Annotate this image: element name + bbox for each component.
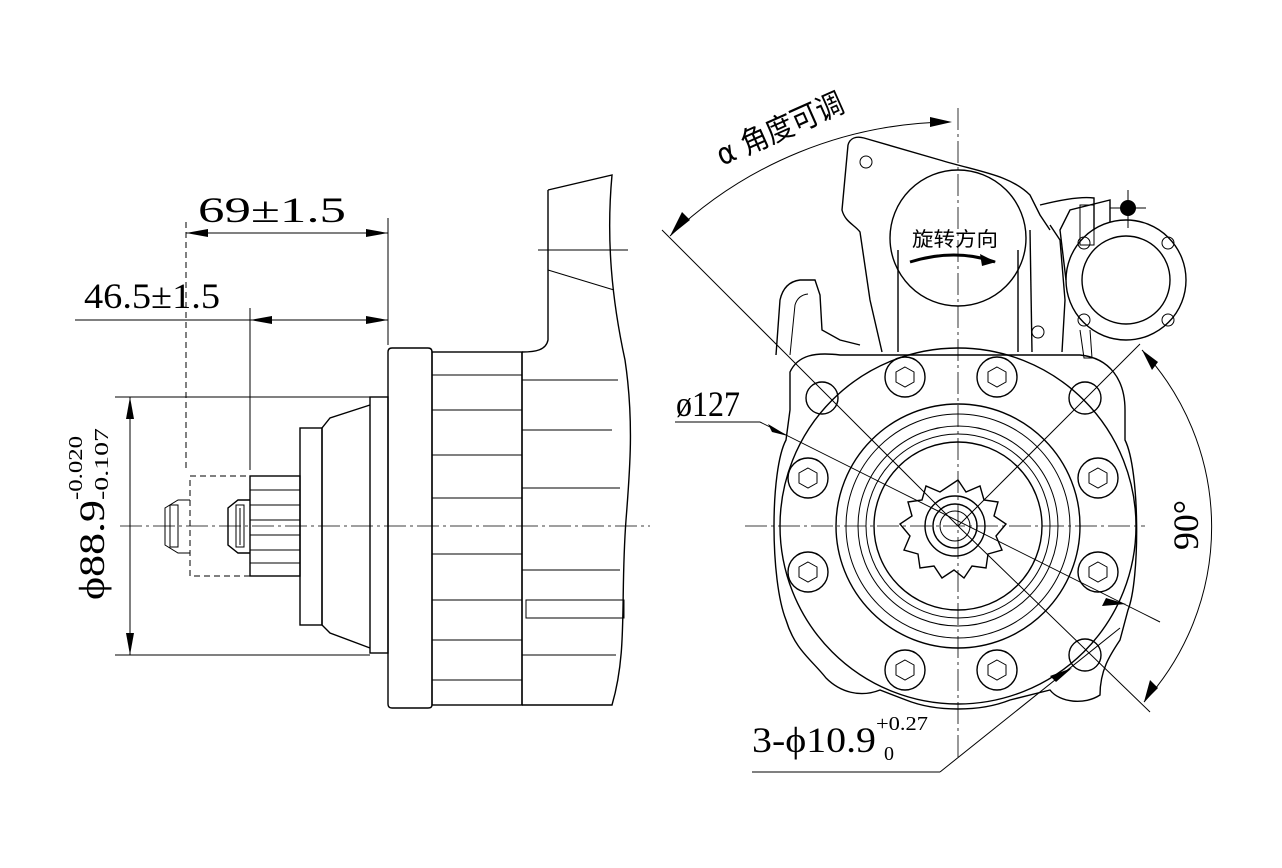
rotation-text: 旋转方向 [912, 227, 998, 251]
motor-housing [521, 174, 632, 706]
dim-bolt-circle: ø127 [675, 384, 1161, 623]
dim-overall-length: 69±1.5 [186, 190, 389, 345]
mounting-holes [805, 381, 1102, 672]
nose-housing [299, 396, 389, 654]
pinion-spline [227, 475, 301, 577]
pinion-gear [898, 479, 1008, 580]
bolt [1077, 551, 1119, 593]
bolt [884, 649, 926, 691]
bolt [1077, 457, 1119, 499]
dim-flange-text: 46.5±1.5 [84, 276, 220, 316]
side-view: 69±1.5 46.5±1.5 ϕ88.9 -0.020 -0.107 [65, 174, 650, 709]
mounting-flange [387, 347, 433, 709]
holes-text: 3-ϕ10.9 [752, 720, 876, 760]
dim-pilot-diameter: ϕ88.9 -0.020 -0.107 [65, 396, 370, 656]
bolt [976, 649, 1018, 691]
dim-flange-length: 46.5±1.5 [75, 276, 388, 470]
ribbed-section [431, 351, 523, 706]
bolt-circle-text: ø127 [676, 384, 740, 424]
dim-90-degree: 90° [957, 343, 1213, 713]
dim-pilot-lower-tol: -0.107 [91, 428, 113, 500]
pinion-extended-hidden [164, 222, 251, 577]
dim-overall-text: 69±1.5 [198, 190, 346, 230]
angle-90-text: 90° [1166, 500, 1206, 550]
dim-pilot-upper-tol: -0.020 [65, 436, 87, 500]
bolt [787, 457, 829, 499]
flange-body [773, 347, 1138, 710]
dim-pilot-text: ϕ88.9 [72, 500, 112, 600]
terminal-block [1059, 190, 1187, 341]
dim-holes-callout: 3-ϕ10.9 +0.27 0 [752, 627, 1121, 773]
solenoid-housing [775, 136, 1095, 359]
bolt [884, 356, 926, 398]
holes-upper-tol: +0.27 [876, 713, 928, 735]
front-view: 旋转方向 [661, 86, 1213, 773]
bolt [976, 356, 1018, 398]
bolt [787, 551, 829, 593]
bolt-pattern [787, 356, 1119, 691]
rotation-direction-arrow: 旋转方向 [909, 227, 998, 266]
holes-lower-tol: 0 [884, 743, 894, 765]
